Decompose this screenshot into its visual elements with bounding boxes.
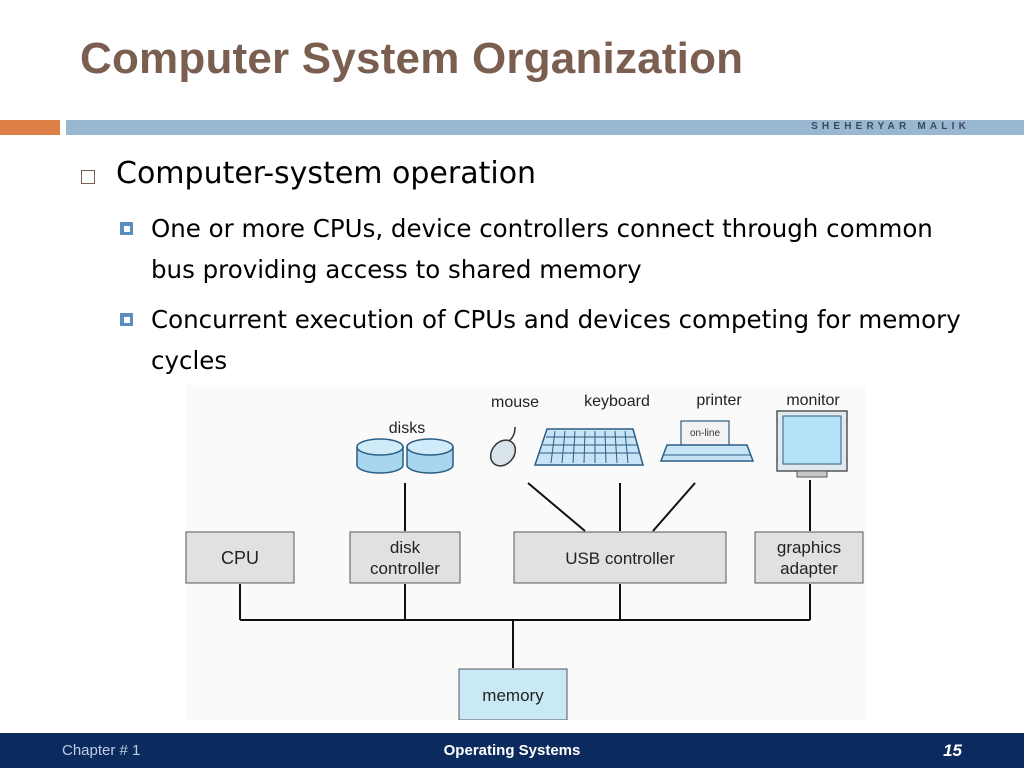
graphics-adapter-box — [754, 531, 864, 584]
monitor-label: monitor — [786, 392, 840, 409]
square-bullet-icon — [81, 170, 95, 184]
bus-lines — [239, 480, 811, 668]
title-accent-bar — [0, 120, 60, 135]
disk-controller-label-line2: controller — [370, 559, 440, 578]
disks-icon — [356, 438, 454, 474]
bullet-level2-item: Concurrent execution of CPUs and devices… — [151, 305, 961, 375]
printer-label: printer — [696, 392, 742, 409]
bullet-level2-item: One or more CPUs, device controllers con… — [151, 214, 933, 284]
disk-controller-label-line1: disk — [390, 538, 421, 557]
footer-course: Operating Systems — [443, 742, 581, 759]
square-bullet-icon — [120, 222, 133, 235]
printer-online-label: on-line — [690, 428, 720, 439]
graphics-adapter-label-line1: graphics — [777, 538, 841, 557]
keyboard-icon — [533, 428, 644, 466]
footer-bar: Chapter # 1 Operating Systems 15 — [0, 733, 1024, 768]
author-label: SHEHERYAR MALIK — [811, 121, 970, 132]
cpu-box — [185, 531, 295, 584]
usb-controller-box — [513, 531, 727, 584]
bullet-level1: Computer-system operation — [116, 156, 537, 191]
monitor-icon — [776, 410, 848, 478]
cpu-label: CPU — [221, 548, 259, 568]
title-divider-bar — [66, 120, 1024, 135]
disk-controller-box — [349, 531, 461, 584]
square-bullet-icon — [120, 313, 133, 326]
graphics-adapter-label-line2: adapter — [780, 559, 838, 578]
printer-icon — [659, 420, 755, 462]
memory-box — [458, 668, 568, 720]
usb-controller-label: USB controller — [565, 549, 675, 568]
mouse-label: mouse — [491, 394, 539, 411]
footer-page-number: 15 — [943, 741, 962, 760]
system-organization-diagram: disks mouse keyboard on-line printer — [185, 385, 865, 720]
memory-label: memory — [482, 686, 544, 705]
disks-label: disks — [389, 420, 425, 437]
mouse-icon — [489, 426, 517, 467]
slide-title: Computer System Organization — [80, 34, 744, 83]
keyboard-label: keyboard — [584, 393, 650, 410]
footer-chapter: Chapter # 1 — [62, 742, 141, 759]
